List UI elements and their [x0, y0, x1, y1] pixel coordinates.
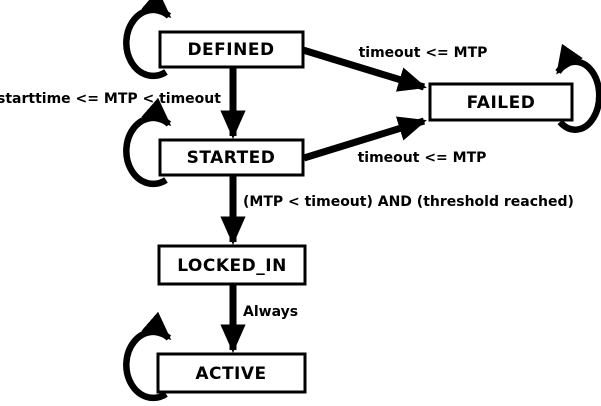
- state-failed-label: FAILED: [467, 93, 536, 113]
- state-started: STARTED: [158, 138, 305, 177]
- state-started-label: STARTED: [187, 148, 276, 168]
- state-locked-in-label: LOCKED_IN: [177, 256, 287, 276]
- edge-label-started-lockedin: (MTP < timeout) AND (threshold reached): [243, 194, 574, 210]
- edge-defined-to-failed: [301, 46, 427, 92]
- edge-started-to-failed: [302, 116, 427, 162]
- state-active: ACTIVE: [156, 352, 307, 394]
- state-defined: DEFINED: [158, 30, 305, 69]
- self-loop-failed: [555, 43, 601, 133]
- state-locked-in: LOCKED_IN: [157, 244, 307, 286]
- edge-label-lockedin-active: Always: [243, 304, 298, 320]
- edge-label-started-failed: timeout <= MTP: [358, 150, 487, 166]
- state-defined-label: DEFINED: [187, 40, 274, 60]
- self-loop-started: [123, 97, 172, 188]
- state-failed: FAILED: [428, 82, 574, 122]
- self-loop-active: [123, 311, 172, 402]
- self-loop-defined: [123, 0, 172, 80]
- edge-label-defined-started: starttime <= MTP < timeout: [0, 91, 221, 107]
- edge-label-defined-failed: timeout <= MTP: [359, 45, 488, 61]
- state-active-label: ACTIVE: [195, 364, 266, 384]
